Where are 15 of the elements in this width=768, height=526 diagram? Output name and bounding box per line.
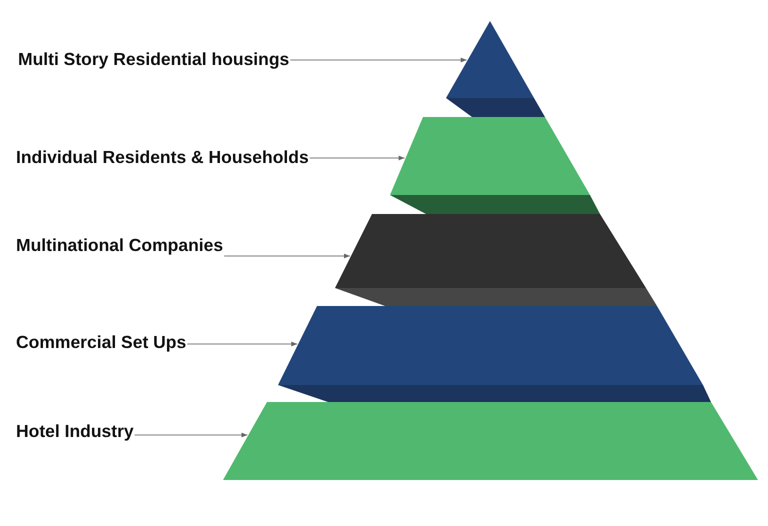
tier-label: Individual Residents & Households (16, 147, 309, 167)
pyramid-tier (390, 117, 600, 214)
arrow (134, 432, 248, 438)
pyramid-tier (278, 306, 711, 402)
pyramid-tier (446, 21, 545, 117)
tier-label: Multi Story Residential housings (18, 49, 290, 69)
pyramid-tier (335, 214, 657, 306)
arrow (309, 156, 406, 160)
pyramid-tier (223, 402, 758, 480)
arrow (290, 58, 468, 62)
tier-label: Commercial Set Ups (16, 332, 186, 352)
arrow (224, 254, 350, 258)
tier-label: Hotel Industry (16, 421, 134, 441)
arrow (186, 342, 298, 346)
tier-label: Multinational Companies (16, 235, 224, 255)
